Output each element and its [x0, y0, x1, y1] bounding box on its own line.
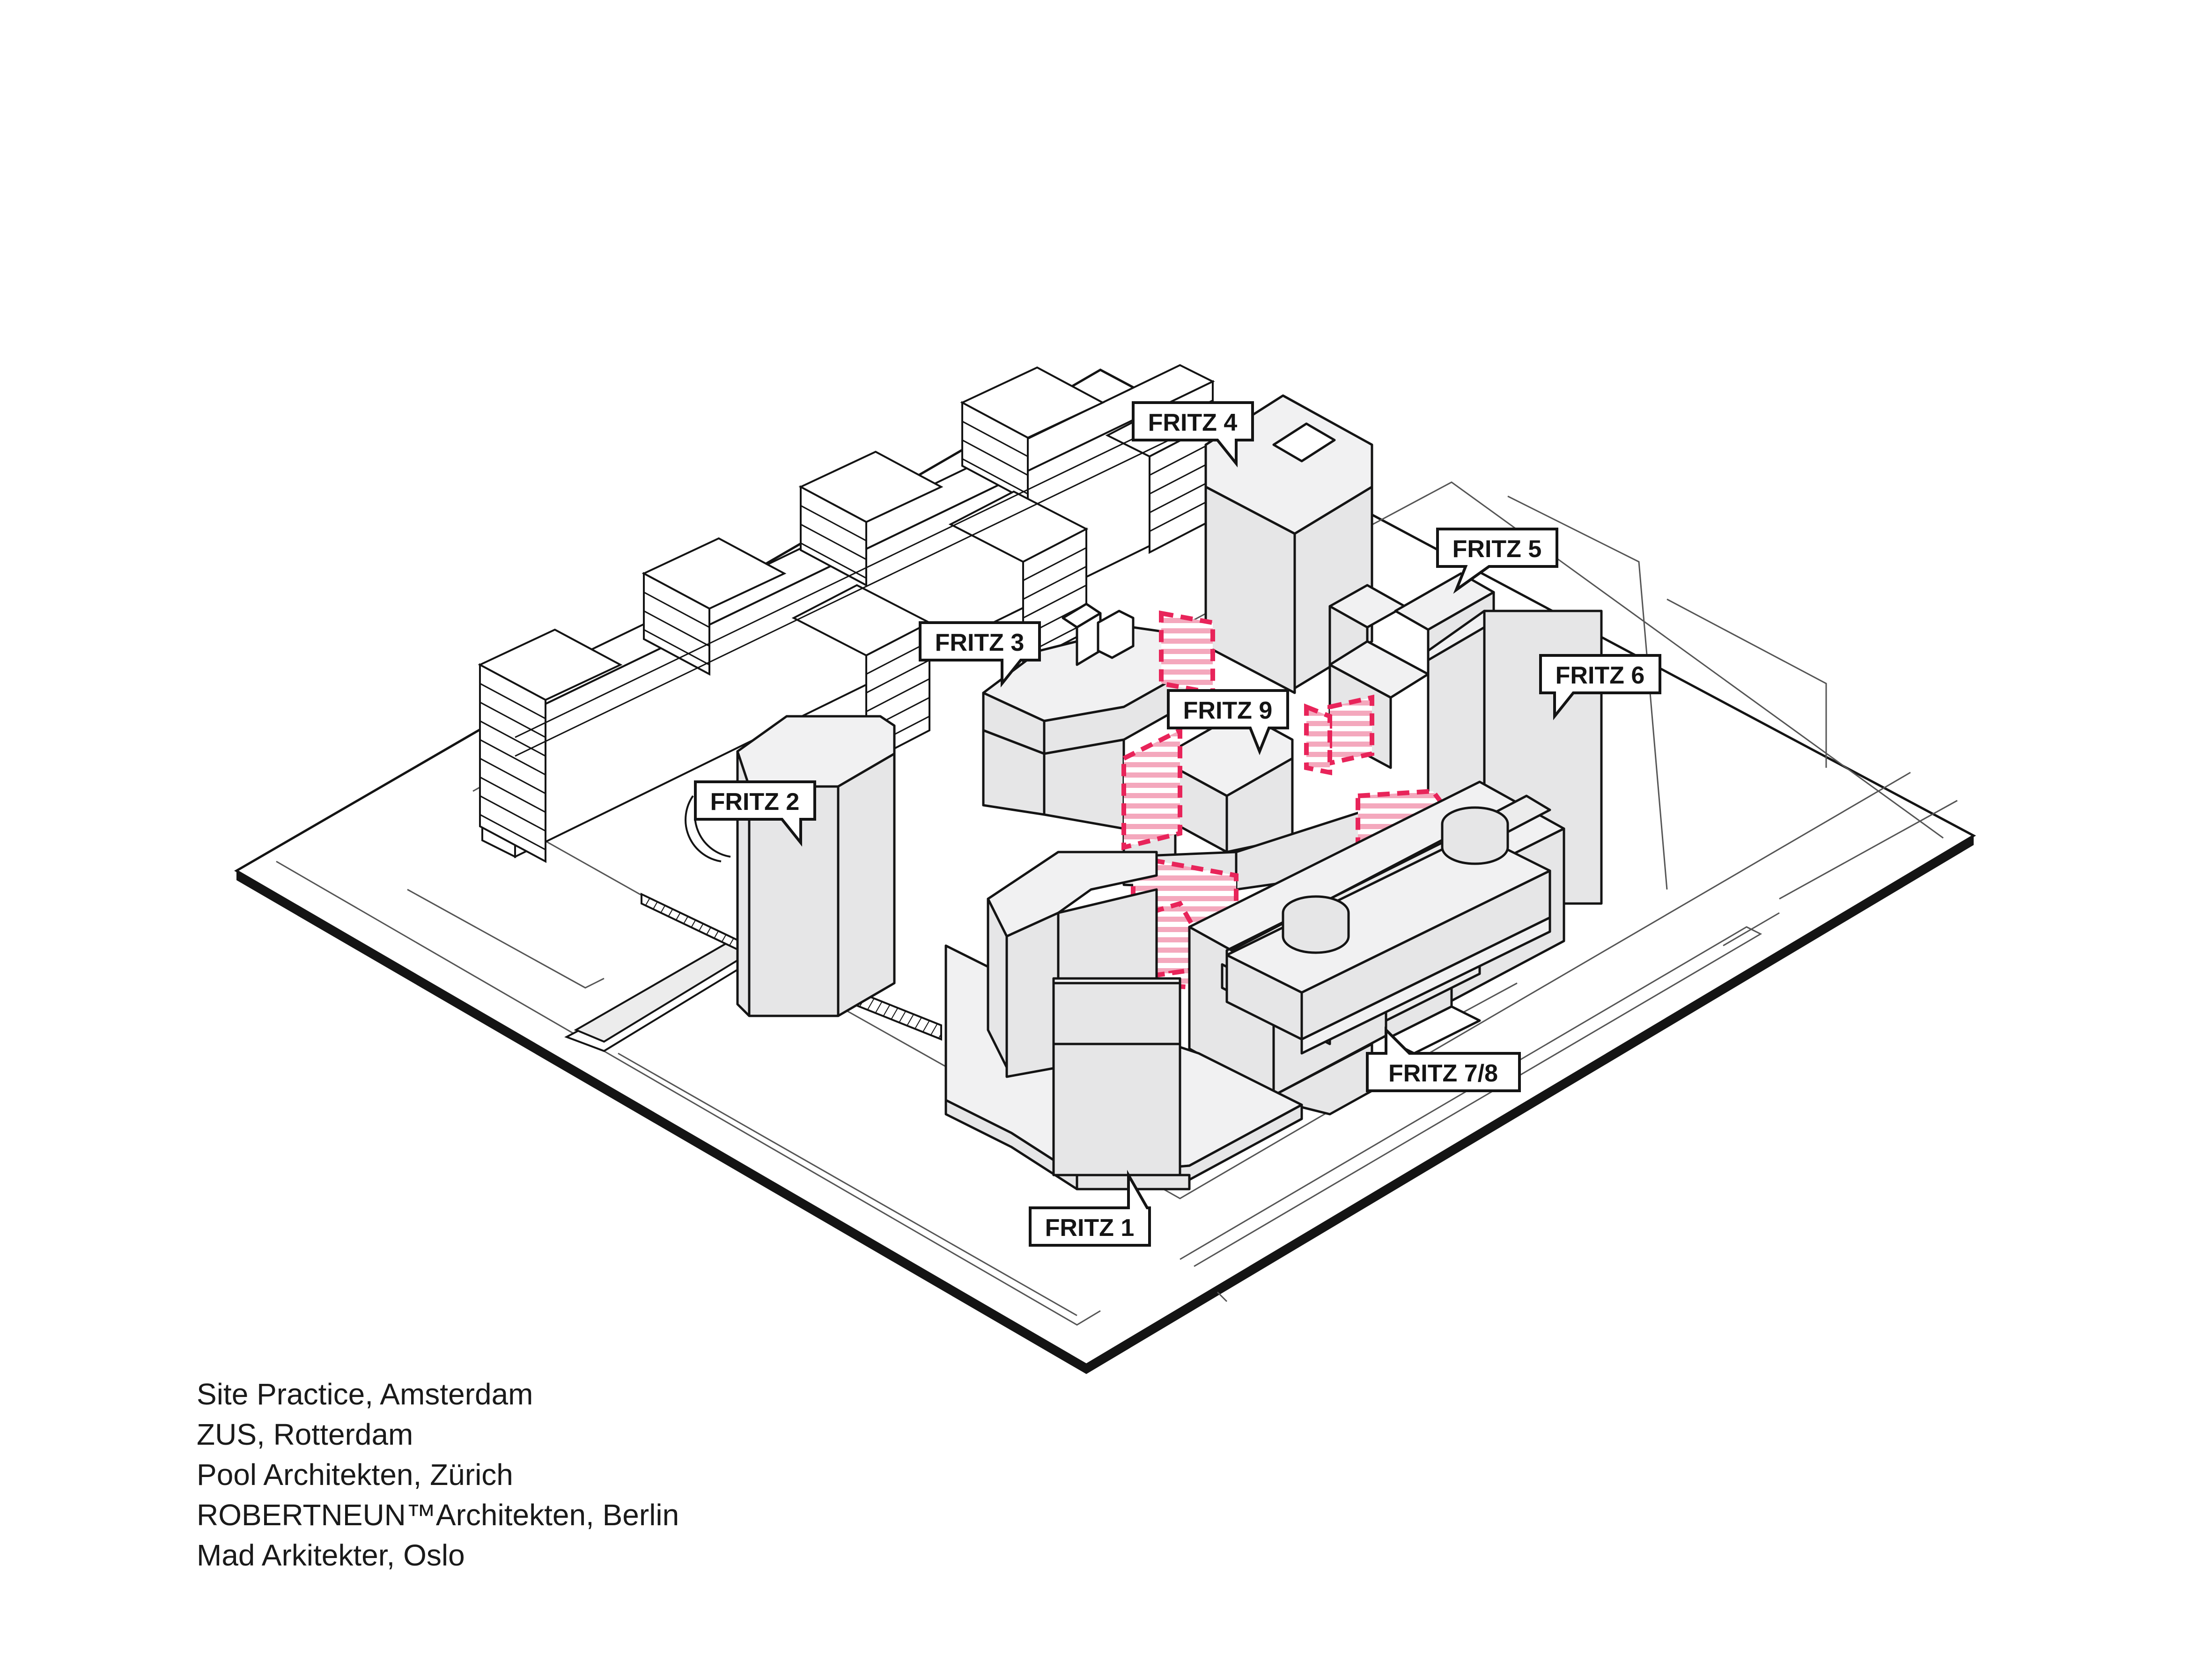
credit-line: ZUS, Rotterdam [197, 1418, 413, 1451]
label-fritz-3-text: FRITZ 3 [935, 629, 1025, 656]
label-fritz-5-text: FRITZ 5 [1453, 536, 1542, 563]
label-fritz-2-text: FRITZ 2 [710, 788, 800, 816]
architect-credits: Site Practice, Amsterdam ZUS, Rotterdam … [197, 1374, 679, 1575]
label-fritz-9-text: FRITZ 9 [1183, 697, 1273, 724]
building-labels: FRITZ 1 FRITZ 2 FRITZ 3 FRITZ 4 FRITZ 5 … [694, 401, 1661, 1247]
label-fritz-1: FRITZ 1 [1029, 1169, 1151, 1247]
label-fritz-5: FRITZ 5 [1436, 528, 1558, 594]
label-fritz-4-text: FRITZ 4 [1148, 409, 1238, 436]
credit-line: Mad Arkitekter, Oslo [197, 1538, 465, 1572]
label-fritz-1-text: FRITZ 1 [1045, 1214, 1135, 1242]
label-fritz-6: FRITZ 6 [1539, 654, 1661, 720]
label-fritz-7-8-text: FRITZ 7/8 [1388, 1060, 1498, 1087]
building-fritz-7-8 [1188, 780, 1565, 1116]
label-fritz-3: FRITZ 3 [919, 621, 1041, 688]
building-fritz-1 [944, 851, 1303, 1191]
label-fritz-7-8: FRITZ 7/8 [1366, 1026, 1521, 1092]
slab-floor-lines [479, 399, 1213, 851]
credit-line: ROBERTNEUN™Architekten, Berlin [197, 1498, 679, 1532]
existing-slab-building [478, 364, 1215, 863]
credit-line: Pool Architekten, Zürich [197, 1458, 513, 1492]
label-fritz-6-text: FRITZ 6 [1556, 662, 1645, 689]
label-fritz-9: FRITZ 9 [1167, 689, 1289, 756]
building-fritz-2 [736, 715, 896, 1017]
footbridge [564, 892, 942, 1052]
credit-line: Site Practice, Amsterdam [197, 1377, 533, 1411]
label-fritz-2: FRITZ 2 [694, 780, 816, 847]
label-fritz-4: FRITZ 4 [1132, 401, 1254, 468]
